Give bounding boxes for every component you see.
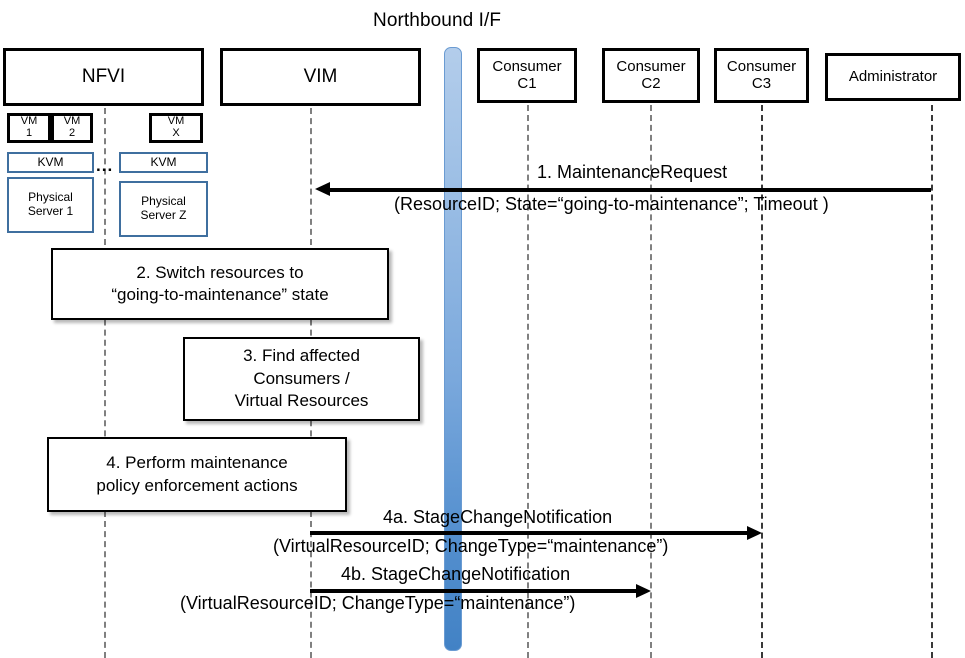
message-label-1-lower: (ResourceID; State=“going-to-maintenance… [394, 194, 829, 214]
vm-2-label-line1: VM [63, 115, 81, 128]
action-box-3[interactable]: 3. Find affected Consumers / Virtual Res… [183, 337, 420, 421]
actor-box-consumer-c1[interactable]: Consumer C1 [477, 48, 577, 103]
physical-server-1-label-line1: Physical [28, 190, 73, 205]
message-label-4b-lower: (VirtualResourceID; ChangeType=“maintena… [180, 593, 576, 613]
vm-2-label-line2: 2 [68, 127, 76, 139]
action-box-4[interactable]: 4. Perform maintenance policy enforcemen… [47, 437, 347, 512]
message-line-stage-change-notification-4b [310, 589, 636, 593]
message-line-maintenance-request [330, 188, 931, 192]
hypervisor-1-label: KVM [37, 154, 64, 169]
vm-x-label-line1: VM [167, 115, 185, 128]
arrow-head-maintenance-request [315, 182, 330, 196]
physical-server-box-z[interactable]: Physical Server Z [119, 181, 208, 237]
action-2-line2: “going-to-maintenance” state [111, 285, 329, 304]
vm-x-label-line2: X [172, 127, 180, 139]
physical-server-1-label-line2: Server 1 [27, 204, 74, 218]
physical-server-z-label-line1: Physical [141, 194, 186, 209]
message-label-1-upper: 1. MaintenanceRequest [537, 162, 728, 182]
message-label-4a-upper: 4a. StageChangeNotification [383, 507, 613, 527]
arrow-head-stage-change-notification-4a [747, 526, 762, 540]
physical-server-z-label-line2: Server Z [140, 208, 187, 222]
physical-server-box-1[interactable]: Physical Server 1 [7, 177, 94, 233]
hypervisor-box-kvm-1[interactable]: KVM [7, 152, 94, 173]
lifeline-consumer-c1 [527, 105, 529, 658]
actor-label-nfvi: NFVI [81, 66, 126, 88]
action-3-line3: Virtual Resources [234, 391, 369, 411]
actor-box-consumer-c3[interactable]: Consumer C3 [714, 48, 809, 103]
action-2-line1: 2. Switch resources to [136, 262, 304, 282]
actor-box-vim[interactable]: VIM [220, 48, 421, 106]
ellipsis-icon: ... [96, 156, 114, 175]
action-4-line2: policy enforcement actions [96, 475, 298, 495]
hypervisor-box-kvm-2[interactable]: KVM [119, 152, 208, 173]
vm-box-x[interactable]: VM X [149, 113, 203, 143]
actor-box-consumer-c2[interactable]: Consumer C2 [602, 48, 700, 103]
actor-label-consumer-c3-line1: Consumer [726, 57, 797, 75]
vm-1-label-line1: VM [20, 115, 38, 128]
action-3-line1: 3. Find affected [243, 346, 360, 366]
action-4-line1: 4. Perform maintenance [106, 453, 288, 473]
actor-label-consumer-c3-line2: C3 [751, 74, 772, 92]
action-3-line2: Consumers / [253, 368, 350, 388]
vm-box-2[interactable]: VM 2 [51, 113, 93, 143]
lifeline-administrator [931, 105, 933, 658]
action-box-2[interactable]: 2. Switch resources to “going-to-mainten… [51, 248, 389, 320]
actor-label-consumer-c2-line2: C2 [641, 74, 661, 92]
actor-label-consumer-c2-line1: Consumer [616, 57, 686, 75]
hypervisor-2-label: KVM [150, 154, 177, 169]
actor-label-consumer-c1-line1: Consumer [492, 57, 562, 75]
page-title: Northbound I/F [373, 10, 502, 31]
actor-label-administrator: Administrator [848, 67, 938, 85]
message-line-stage-change-notification-4a [310, 531, 747, 535]
vm-box-1[interactable]: VM 1 [7, 113, 51, 143]
lifeline-consumer-c2 [650, 105, 652, 658]
actor-label-consumer-c1-line2: C1 [517, 74, 537, 92]
actor-label-vim: VIM [303, 66, 338, 88]
northbound-interface-bar [444, 47, 462, 651]
vm-1-label-line2: 1 [25, 127, 33, 139]
actor-box-nfvi[interactable]: NFVI [3, 48, 204, 106]
message-label-4b-upper: 4b. StageChangeNotification [341, 564, 571, 584]
lifeline-nfvi [104, 108, 106, 658]
actor-box-administrator[interactable]: Administrator [825, 53, 961, 101]
lifeline-consumer-c3 [761, 105, 763, 658]
arrow-head-stage-change-notification-4b [636, 584, 651, 598]
message-label-4a-lower: (VirtualResourceID; ChangeType=“maintena… [273, 536, 669, 556]
